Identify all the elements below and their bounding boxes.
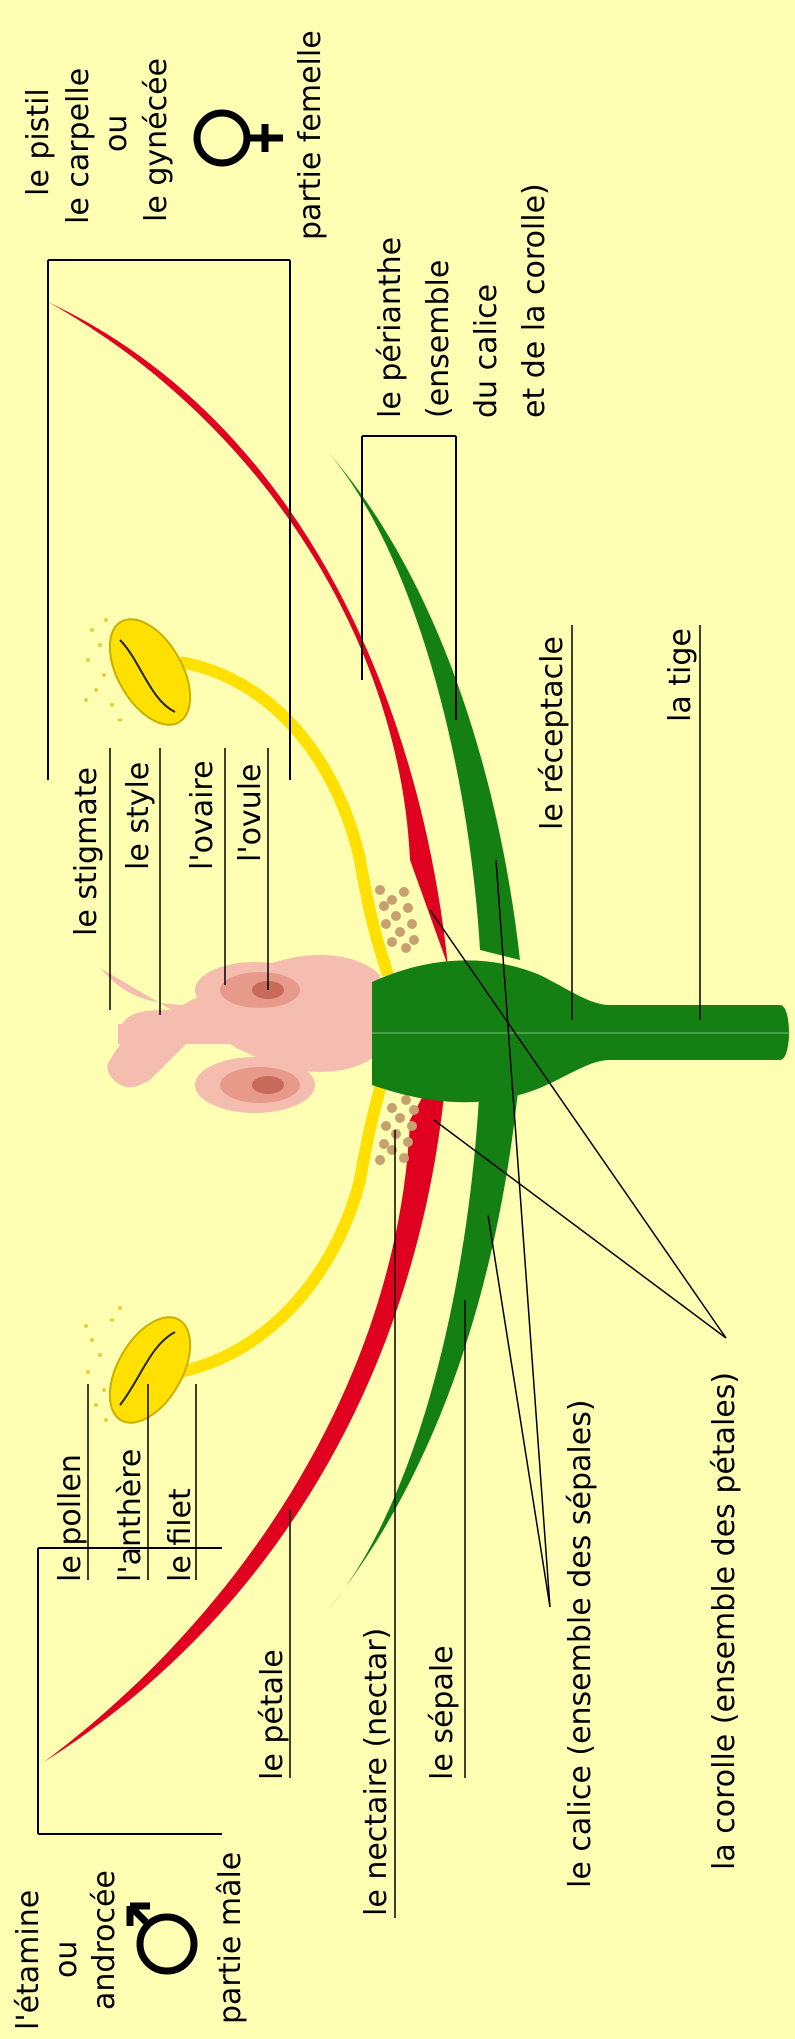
label-anther: l'anthère [113, 1449, 148, 1582]
label-petal: le pétale [255, 1649, 290, 1780]
label-ovary: l'ovaire [185, 760, 220, 870]
label-pistil-line4: le gynécée [139, 58, 174, 222]
label-filament: le filet [163, 1488, 198, 1582]
label-stamen-line1: l'étamine [11, 1890, 46, 2030]
label-perianth-line2: (ensemble [421, 260, 456, 418]
label-sepal: le sépale [425, 1645, 460, 1780]
style [118, 1024, 378, 1044]
label-nectary: le nectaire (nectar) [359, 1628, 394, 1916]
label-perianth-line1: le périanthe [373, 237, 408, 418]
label-ovule: l'ovule [233, 764, 268, 863]
label-corolla: la corolle (ensemble des pétales) [707, 1372, 742, 1870]
ovule-lower [252, 1076, 284, 1094]
label-style: le style [121, 762, 156, 870]
label-perianth-line3: du calice [469, 284, 504, 418]
label-receptacle: le réceptacle [535, 636, 570, 830]
label-stem: la tige [663, 628, 698, 722]
label-perianth-line4: et de la corolle) [517, 183, 552, 418]
label-stamen-line3: androcée [87, 1870, 122, 2010]
label-pistil-line2: le carpelle [61, 68, 96, 224]
label-pistil-line3: ou [99, 115, 134, 152]
label-pistil-line1: le pistil [21, 88, 56, 196]
label-stamen-line2: ou [49, 1941, 84, 1978]
label-pollen: le pollen [53, 1454, 88, 1582]
label-female-part: partie femelle [293, 30, 328, 240]
label-calyx: le calice (ensemble des sépales) [563, 1399, 598, 1888]
label-stigma: le stigmate [69, 767, 104, 936]
label-male-part: partie mâle [213, 1852, 248, 2024]
